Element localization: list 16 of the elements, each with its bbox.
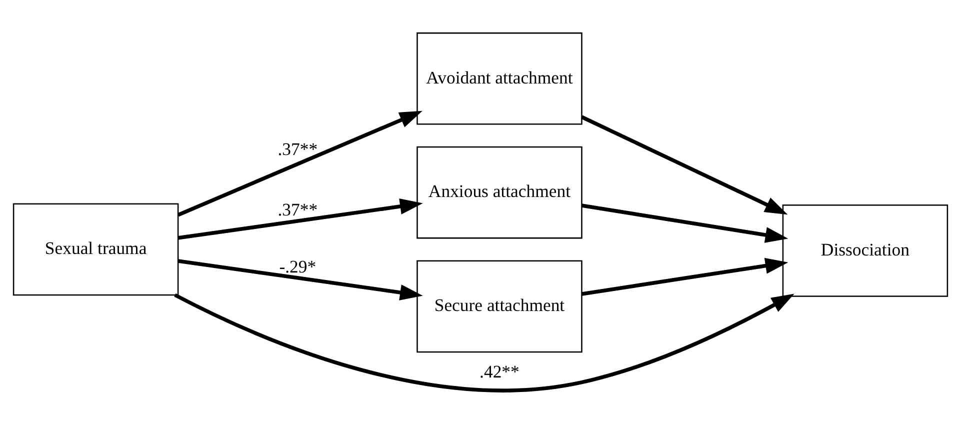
edge-label: -.29* [279, 256, 316, 276]
arrow [582, 258, 788, 296]
arrow [178, 259, 423, 300]
arrow [174, 293, 794, 392]
arrow [580, 115, 788, 215]
node-box: Anxious attachment [416, 146, 582, 239]
edge-label: .37** [278, 138, 318, 159]
node-box: Sexual trauma [12, 203, 179, 296]
edge-label: .37** [278, 200, 318, 220]
arrow [582, 204, 788, 243]
edge-label: .42** [480, 362, 520, 382]
node-box: Dissociation [782, 204, 948, 297]
node-box: Avoidant attachment [416, 32, 582, 125]
node-box: Secure attachment [416, 260, 582, 353]
arrow [178, 198, 423, 240]
arrow [178, 110, 422, 217]
